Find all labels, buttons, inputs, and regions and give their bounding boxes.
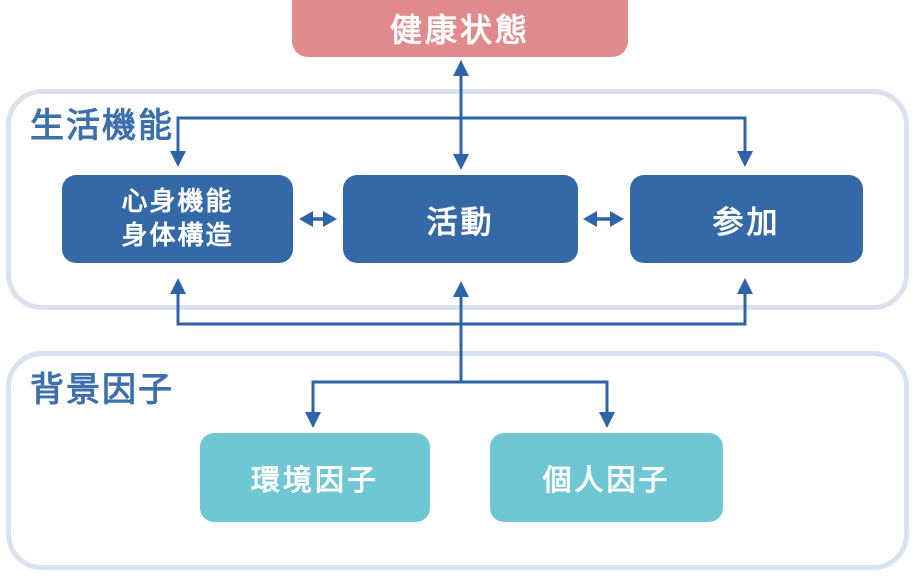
health-condition-box: 健康状態 xyxy=(292,0,628,57)
body-functions-structures-box: 心身機能 身体構造 xyxy=(62,175,293,263)
personal-factors-box: 個人因子 xyxy=(490,433,723,522)
background-factor-label: 背景因子 xyxy=(30,371,174,409)
participation-box: 参加 xyxy=(630,175,863,263)
environmental-factors-box: 環境因子 xyxy=(200,433,430,522)
activity-box: 活動 xyxy=(343,175,578,263)
life-function-label: 生活機能 xyxy=(30,107,174,145)
background-factor-section xyxy=(6,351,909,570)
